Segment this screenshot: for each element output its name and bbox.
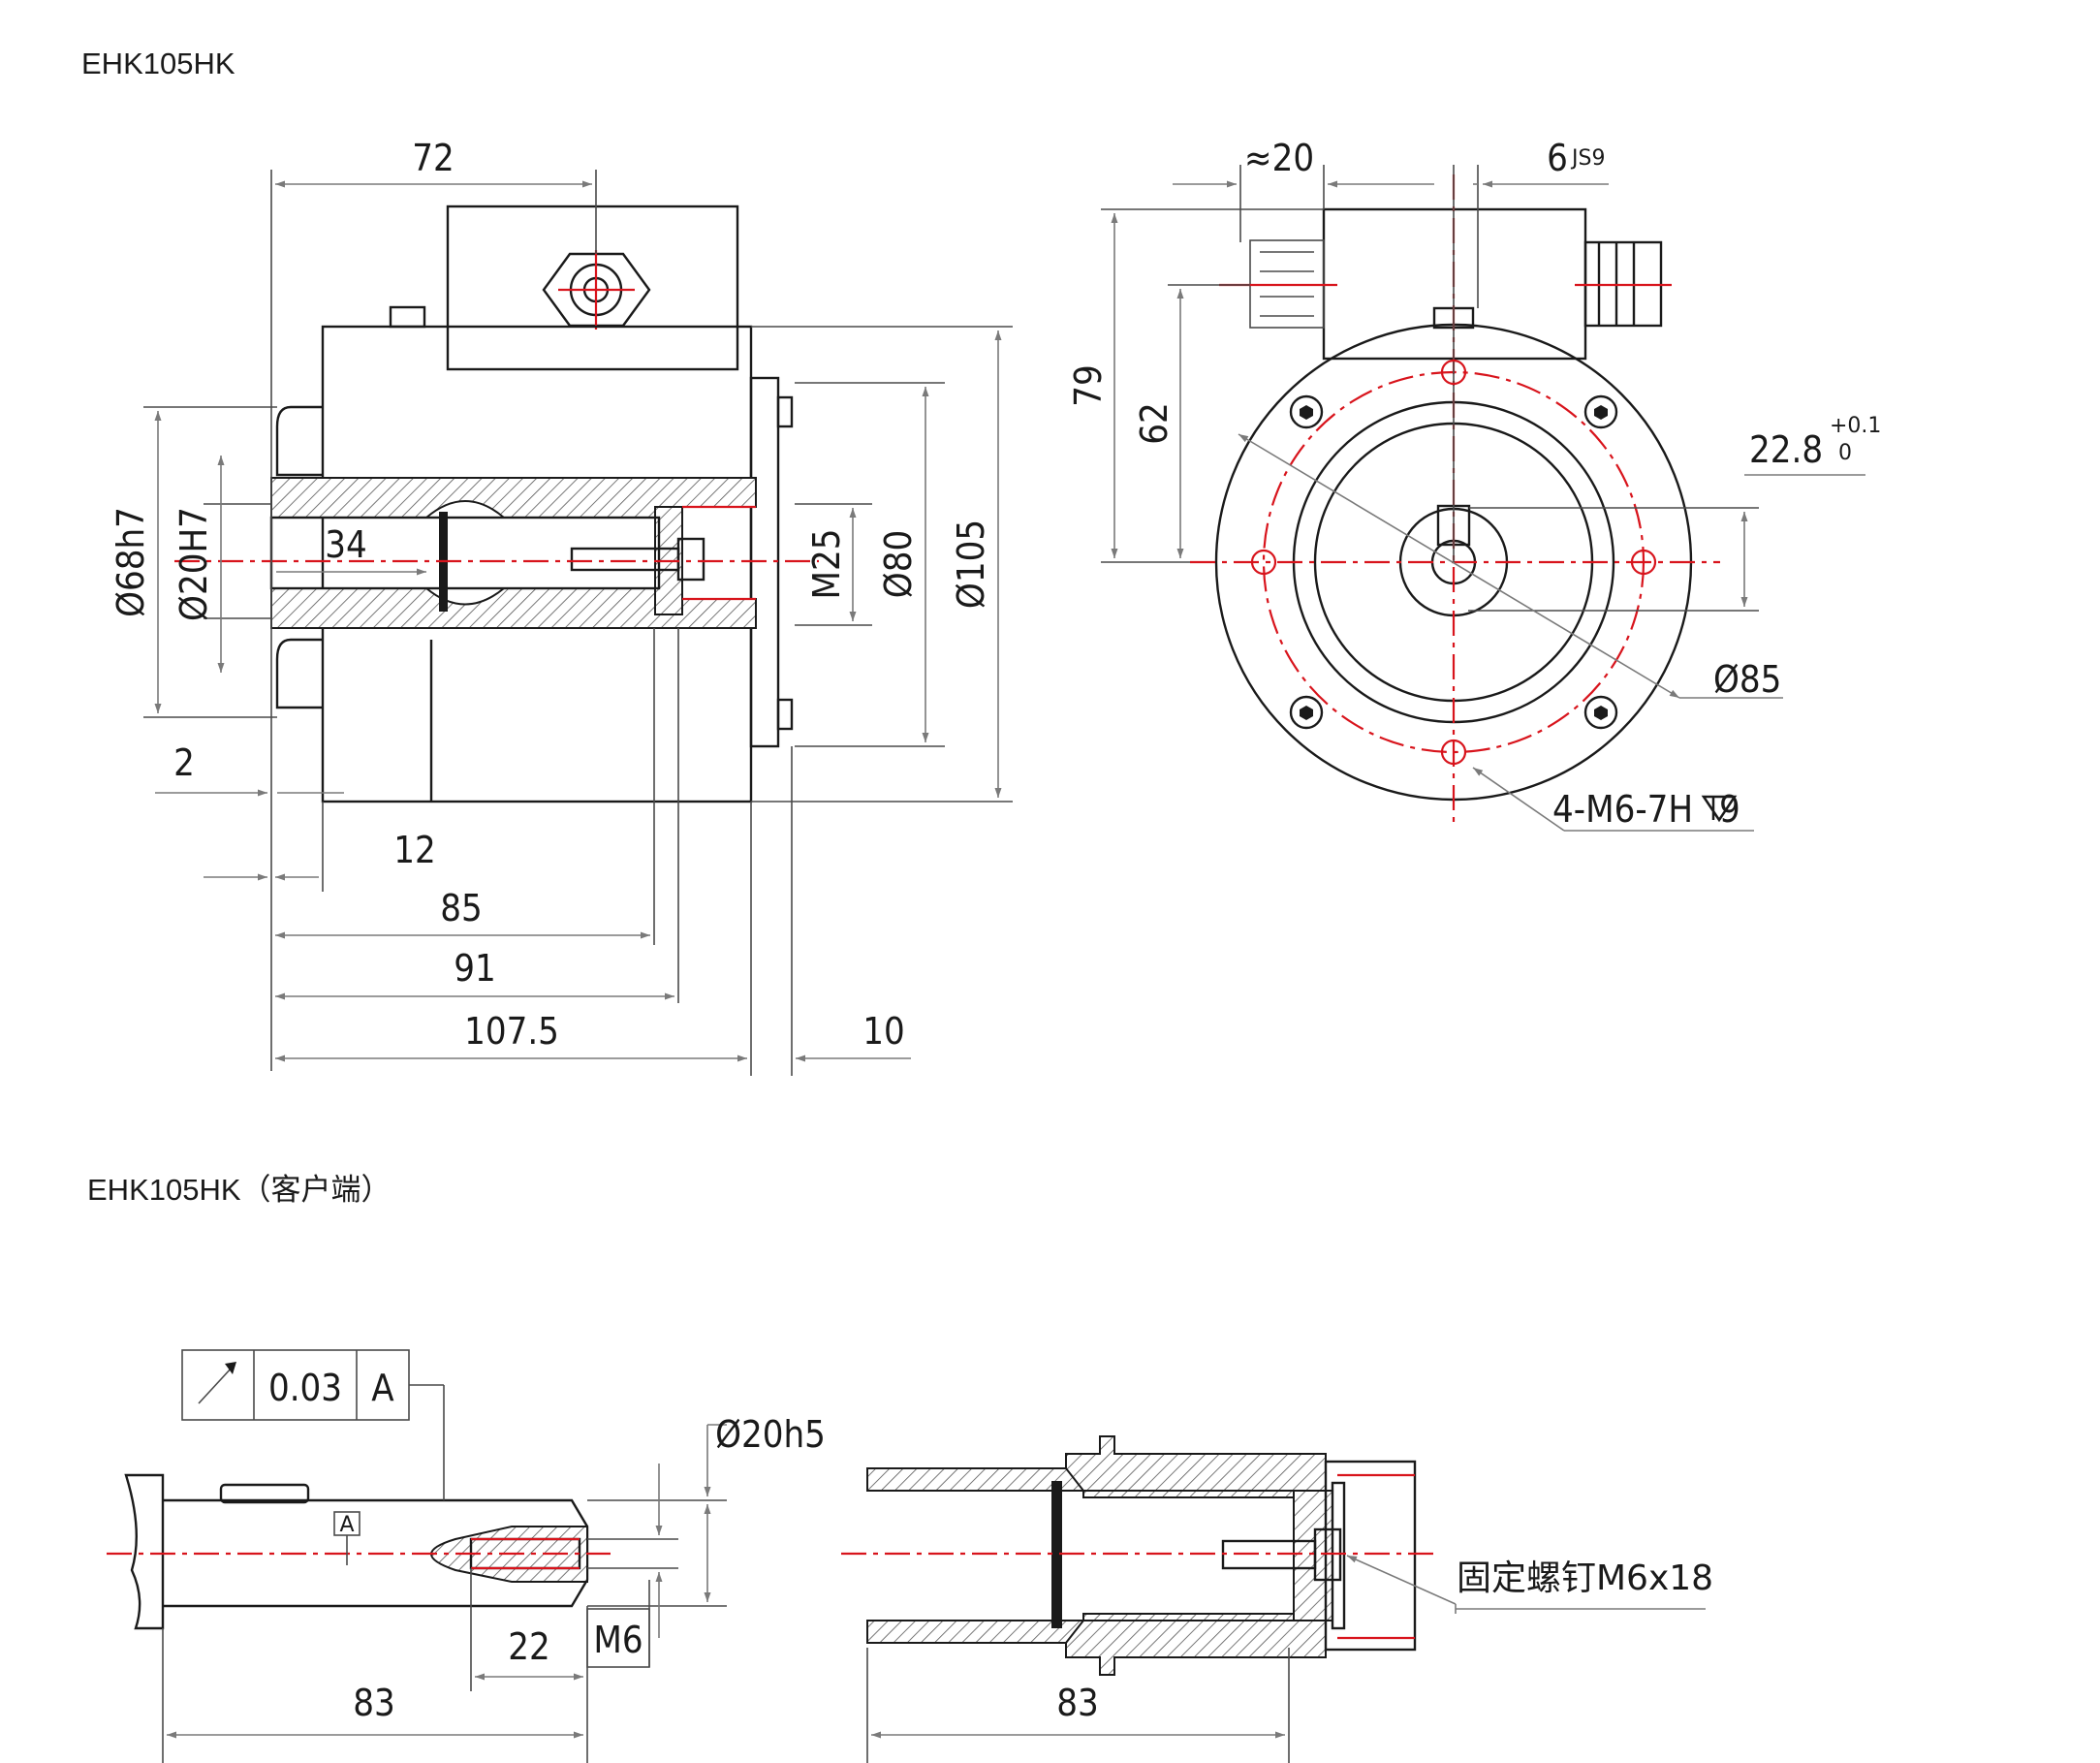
runout-arrow-icon xyxy=(198,1366,234,1404)
hole-callout: 4-M6-7H xyxy=(1552,788,1693,831)
dim-83-coupling: 83 xyxy=(1056,1682,1099,1724)
drawing-title: EHK105HK xyxy=(81,47,235,80)
tolerance-datum: A xyxy=(371,1367,394,1409)
dim-22: 22 xyxy=(508,1625,550,1668)
dim-d20H7: Ø20H7 xyxy=(172,507,215,621)
dim-72: 72 xyxy=(412,137,454,179)
dim-approx-20: ≈20 xyxy=(1244,137,1314,179)
dim-m25: M25 xyxy=(805,529,848,600)
dim-79: 79 xyxy=(1067,364,1110,407)
tolerance-value: 0.03 xyxy=(268,1367,342,1409)
dim-key-6: 6 xyxy=(1547,137,1568,179)
cable-gland-top xyxy=(542,250,651,330)
set-screw-callout: 固定螺钉M6x18 xyxy=(1457,1558,1713,1598)
coupling-snap-ring xyxy=(1051,1481,1062,1628)
dim-key-tolerance: JS9 xyxy=(1570,146,1605,171)
dim-m6: M6 xyxy=(593,1619,643,1661)
datum-marker: A xyxy=(339,1513,354,1537)
dim-22-8: 22.8 xyxy=(1749,428,1823,471)
terminal-box xyxy=(446,205,739,371)
hole-depth: 9 xyxy=(1719,788,1740,831)
dim-85: 85 xyxy=(440,887,483,929)
dim-34: 34 xyxy=(325,523,367,566)
dim-d105: Ø105 xyxy=(950,519,992,609)
dim-107-5: 107.5 xyxy=(464,1010,559,1053)
front-view: ≈20 6 JS9 79 62 22.8 +0.1 0 Ø85 4-M6-7H … xyxy=(1067,137,1881,832)
dim-12: 12 xyxy=(393,829,436,871)
customer-shaft-view: A 0.03 A Ø20h5 22 M6 83 xyxy=(107,1349,826,1763)
dim-83-shaft: 83 xyxy=(353,1682,395,1724)
cap-screws xyxy=(1289,394,1618,730)
depth-symbol-icon xyxy=(1701,795,1738,823)
dim-22-8-lower-tol: 0 xyxy=(1838,441,1852,465)
shaft-break xyxy=(124,1473,165,1630)
dim-d68h7: Ø68h7 xyxy=(110,507,152,617)
dim-2: 2 xyxy=(173,741,195,784)
dim-22-8-upper-tol: +0.1 xyxy=(1830,414,1881,438)
side-section-view: 72 Ø68h7 Ø20H7 34 M25 Ø80 Ø105 2 12 85 9… xyxy=(110,137,1013,1076)
customer-side-title: EHK105HK（客户端） xyxy=(87,1173,392,1207)
coupling-view: 83 固定螺钉M6x18 xyxy=(841,1435,1713,1763)
dim-62: 62 xyxy=(1133,402,1175,445)
dim-d20h5: Ø20h5 xyxy=(715,1413,826,1456)
dim-10: 10 xyxy=(862,1010,905,1053)
dim-d85: Ø85 xyxy=(1713,658,1781,701)
motor-housing xyxy=(321,325,753,803)
dim-91: 91 xyxy=(454,947,496,990)
dim-d80: Ø80 xyxy=(877,530,920,598)
